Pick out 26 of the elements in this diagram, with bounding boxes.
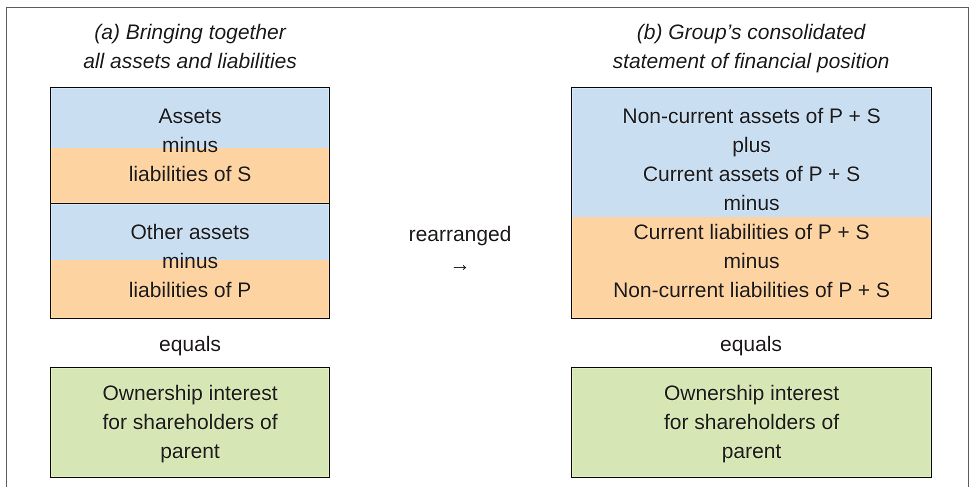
- box-text: liabilities of P: [128, 278, 252, 304]
- box-text: Assets: [158, 104, 222, 130]
- box-text: minus: [162, 248, 218, 274]
- equity-box: [571, 367, 932, 478]
- connector-word: equals: [158, 332, 222, 358]
- box-text: Current assets of P + S: [642, 162, 860, 188]
- panel-heading: (a) Bringing together all assets and liabilities: [82, 20, 298, 75]
- box-text: plus: [732, 132, 771, 158]
- arrow-caption: rearranged: [408, 222, 512, 248]
- box-text: Ownership interest for shareholders of parent: [101, 381, 279, 465]
- box-text: Other assets: [130, 220, 250, 246]
- box-text: minus: [162, 133, 218, 159]
- box-text: minus: [723, 190, 780, 216]
- equity-box: [50, 367, 330, 478]
- box-text: Ownership interest for shareholders of parent: [662, 381, 840, 465]
- box-text: Non-current liabilities of P + S: [613, 278, 890, 304]
- box-text: minus: [723, 248, 780, 274]
- panel-heading: (b) Group’s consolidated statement of financial position: [612, 20, 890, 75]
- arrow-glyph: →: [448, 252, 472, 278]
- balance-box: [571, 87, 932, 319]
- balance-box: [50, 203, 330, 319]
- box-text: liabilities of S: [128, 162, 252, 188]
- connector-word: equals: [719, 332, 783, 358]
- box-text: Current liabilities of P + S: [634, 220, 870, 246]
- box-text: Non-current assets of P + S: [622, 104, 881, 130]
- balance-box: [50, 87, 330, 204]
